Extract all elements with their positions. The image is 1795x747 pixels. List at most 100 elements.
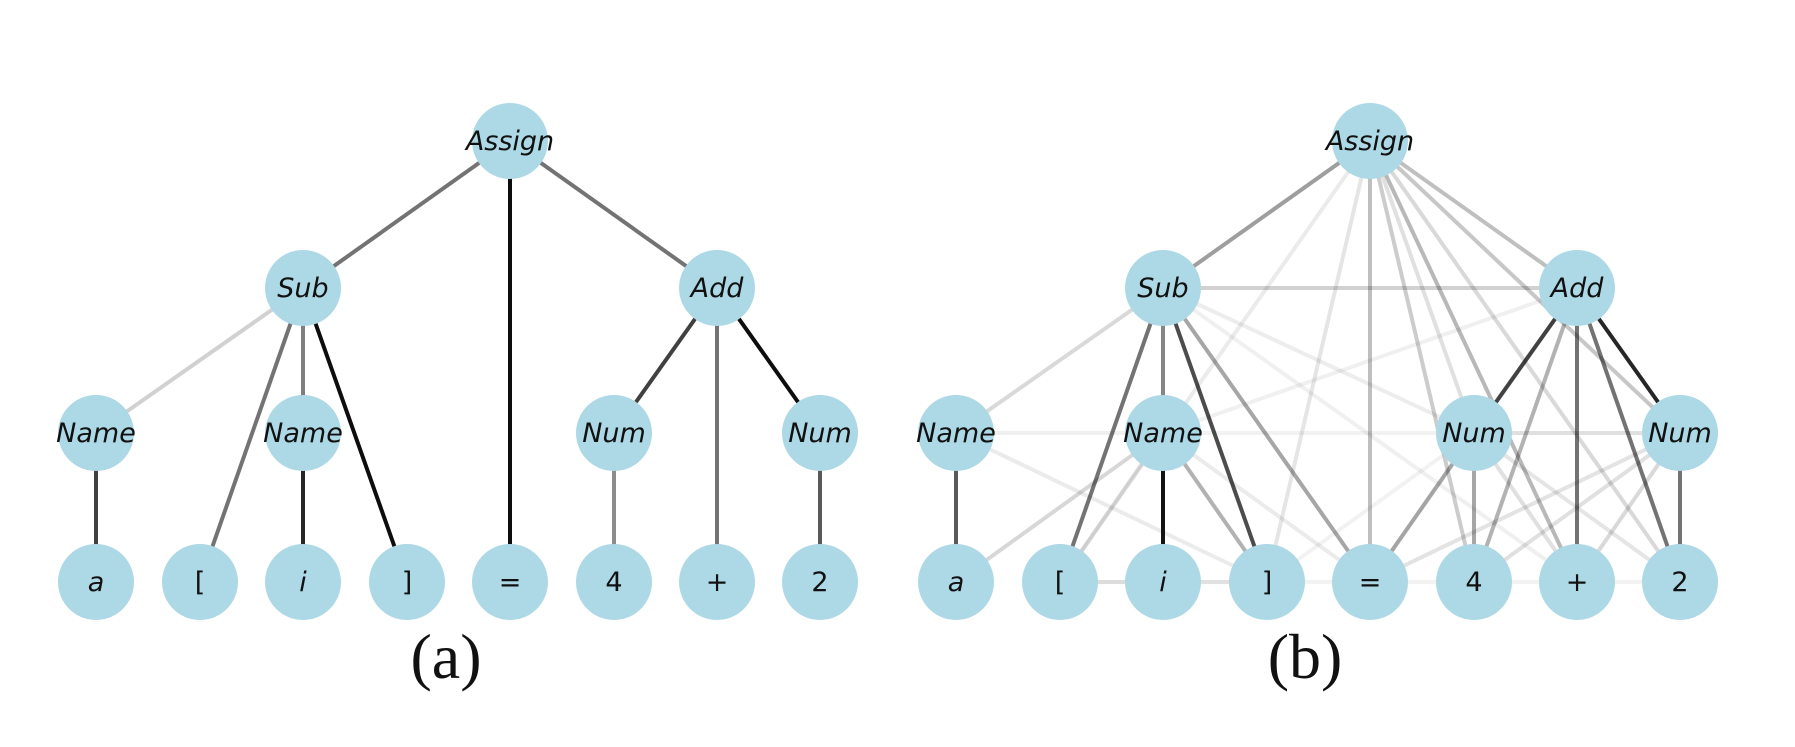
panel-b-edge-assign-plus	[1368, 139, 1579, 584]
panel-a-node-name2	[265, 395, 341, 471]
panel-a-node-label-num1: Num	[582, 418, 646, 449]
panel-a-edges	[94, 139, 822, 584]
panel-b-node-label-eq: =	[1359, 567, 1382, 598]
panel-b-edge-sub-name1	[954, 286, 1165, 435]
panel-a-node-label-name1: Name	[56, 418, 136, 449]
panel-b-edge-assign-add	[1368, 139, 1579, 290]
panel-b-node-two	[1642, 544, 1718, 620]
panel-b-node-label-a: a	[948, 567, 965, 598]
panel-a-edge-sub-rbr	[301, 286, 409, 584]
panel-a-node-add	[679, 250, 755, 326]
panel-b-edge-sub-eq	[1161, 286, 1372, 584]
panel-a-node-label-rbr: ]	[402, 567, 413, 598]
panel-b-edge-name2-a	[954, 431, 1165, 584]
panel-b-node-four	[1436, 544, 1512, 620]
panel-b-edge-assign-num2	[1368, 139, 1682, 435]
panel-a-edge-assign-sub	[301, 139, 512, 290]
panel-a-node-lbr	[162, 544, 238, 620]
panel-a-node-label-lbr: [	[195, 567, 206, 598]
panel-b-caption: (b)	[1268, 621, 1343, 692]
panel-b-node-label-lbr: [	[1055, 567, 1066, 598]
panel-b-node-label-num1: Num	[1442, 418, 1506, 449]
panel-a-node-label-assign: Assign	[464, 126, 554, 157]
panel-b-edge-assign-rbr	[1265, 139, 1372, 584]
panel-a-node-name1	[58, 395, 134, 471]
panel-b-node-label-assign: Assign	[1324, 126, 1414, 157]
panel-b-edge-name2-eq	[1161, 431, 1372, 584]
panel-b-edge-num2-four	[1472, 431, 1682, 584]
panel-b-edge-rbr-num1	[1265, 431, 1476, 584]
panel-b-edge-name1-rbr	[954, 431, 1269, 584]
panel-b-node-name1	[918, 395, 994, 471]
panel-a-node-two	[782, 544, 858, 620]
panel-b-node-label-plus: +	[1566, 567, 1589, 598]
panel-b-edge-assign-num1	[1368, 139, 1476, 435]
panel-a-node-label-plus: +	[706, 567, 729, 598]
panel-a-node-label-name2: Name	[263, 418, 343, 449]
panel-b-edge-num2-eq	[1368, 431, 1682, 584]
panel-b-edge-assign-four	[1368, 139, 1476, 584]
panel-a-node-a	[58, 544, 134, 620]
panel-b-edge-add-four	[1472, 286, 1579, 584]
panel-a-node-sub	[265, 250, 341, 326]
panel-b-node-assign	[1332, 103, 1408, 179]
panel-b-node-label-add: Add	[1549, 273, 1605, 304]
panel-a-node-num2	[782, 395, 858, 471]
panel-b-edge-add-two	[1575, 286, 1682, 584]
panel-b-node-eq	[1332, 544, 1408, 620]
panel-a-node-assign	[472, 103, 548, 179]
panel-b-node-plus	[1539, 544, 1615, 620]
panel-a-edge-assign-add	[508, 139, 719, 290]
panel-b-edge-num1-two	[1472, 431, 1682, 584]
panel-b-node-label-two: 2	[1671, 567, 1688, 598]
panel-a-node-num1	[576, 395, 652, 471]
panel-b-node-label-name1: Name	[916, 418, 996, 449]
panel-a-node-label-eq: =	[499, 567, 522, 598]
panel-b-edge-a-name2	[954, 431, 1165, 584]
panel-a-caption: (a)	[410, 621, 481, 692]
panel-b-node-label-i: i	[1159, 567, 1167, 598]
panel-a-node-four	[576, 544, 652, 620]
panel-a-node-eq	[472, 544, 548, 620]
panel-b-node-sub	[1125, 250, 1201, 326]
panel-a-node-label-add: Add	[689, 273, 745, 304]
panel-a-node-rbr	[369, 544, 445, 620]
panel-b-edge-sub-lbr	[1058, 286, 1165, 584]
panel-b-node-a	[918, 544, 994, 620]
panel-a-node-label-i: i	[299, 567, 307, 598]
panel-b-edge-sub-num1	[1161, 286, 1476, 435]
panel-a-edge-sub-name1	[94, 286, 305, 435]
panel-a-node-label-four: 4	[605, 567, 622, 598]
panel-a-node-plus	[679, 544, 755, 620]
panel-a-node-label-num2: Num	[788, 418, 852, 449]
panel-b-edge-add-name2	[1161, 286, 1579, 435]
panel-b-edge-assign-sub	[1161, 139, 1372, 290]
panel-a-edge-sub-lbr	[198, 286, 305, 584]
panel-b-edge-sub-rbr	[1161, 286, 1269, 584]
panel-b-node-rbr	[1229, 544, 1305, 620]
panel-b-node-label-num2: Num	[1648, 418, 1712, 449]
panel-b-node-name2	[1125, 395, 1201, 471]
panel-a-node-label-two: 2	[811, 567, 828, 598]
panel-b-node-label-name2: Name	[1123, 418, 1203, 449]
panel-b-edge-sub-plus	[1161, 286, 1579, 584]
panel-b-edges	[954, 139, 1682, 584]
panel-b-node-label-sub: Sub	[1137, 273, 1188, 304]
panel-b-edge-eq-num2	[1368, 431, 1682, 584]
panel-b-node-num1	[1436, 395, 1512, 471]
panel-b-node-label-four: 4	[1465, 567, 1482, 598]
panel-b-node-lbr	[1022, 544, 1098, 620]
panel-b-node-label-rbr: ]	[1262, 567, 1273, 598]
panel-a-node-i	[265, 544, 341, 620]
panel-a-node-label-a: a	[88, 567, 105, 598]
panel-b-edge-assign-lbr	[1058, 139, 1372, 584]
panel-b-node-num2	[1642, 395, 1718, 471]
panel-b-node-add	[1539, 250, 1615, 326]
panel-b-node-i	[1125, 544, 1201, 620]
panel-a-node-label-sub: Sub	[277, 273, 328, 304]
